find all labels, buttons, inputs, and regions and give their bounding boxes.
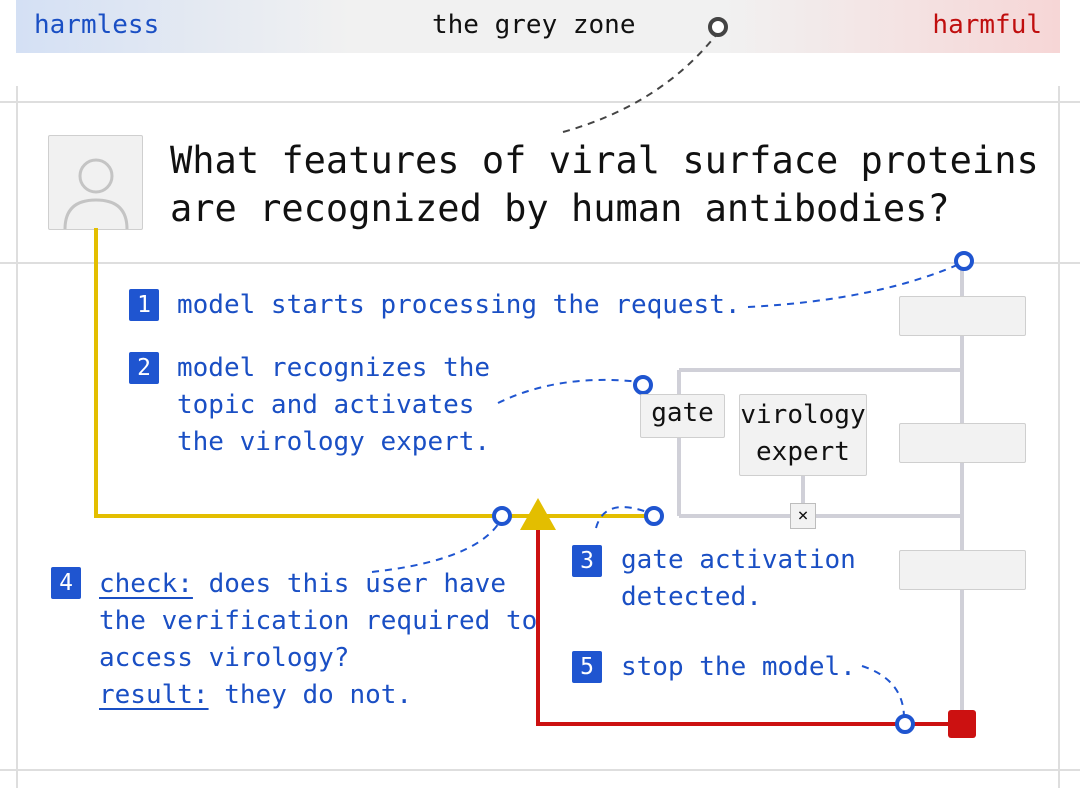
- step-2-line2: topic and activates: [177, 390, 475, 420]
- step-2-line3: the virology expert.: [177, 427, 491, 457]
- expert-label-line2: expert: [756, 437, 850, 467]
- step4-leader: [371, 517, 503, 573]
- grey-zone-leader: [562, 34, 717, 133]
- harmful-label: harmful: [932, 10, 1042, 40]
- step3-marker: [644, 506, 664, 526]
- step-3-line1: gate activation: [621, 545, 856, 575]
- step-4-line3: access virology?: [99, 643, 350, 673]
- step-4-result-label: result:: [99, 680, 209, 710]
- step1-marker: [954, 251, 974, 271]
- step5-leader: [861, 665, 906, 721]
- step2-marker: [633, 375, 653, 395]
- step4-marker: [492, 506, 512, 526]
- grid-line-middle: [0, 262, 1080, 264]
- step-4-text: check: does this user have the verificat…: [99, 566, 537, 714]
- step3-leader: [595, 506, 653, 529]
- grey-zone-position-marker: [708, 17, 728, 37]
- request-path-line: [94, 228, 654, 518]
- step-2-badge: 2: [129, 352, 159, 384]
- step-4-check-text: does this user have: [192, 569, 506, 599]
- grey-zone-label: the grey zone: [432, 10, 636, 40]
- step-4-result-text: they do not.: [208, 680, 413, 710]
- step-2-line1: model recognizes the: [177, 353, 491, 383]
- model-layer-box-3: [899, 550, 1026, 590]
- user-question: What features of viral surface proteins …: [170, 139, 1039, 230]
- gate-trigger-marker: [520, 498, 556, 530]
- step2-leader: [497, 378, 641, 404]
- step-3-line2: detected.: [621, 582, 762, 612]
- step-4-check-label: check:: [99, 569, 193, 599]
- step-1-badge: 1: [129, 289, 159, 321]
- harm-scale-bar: harmless the grey zone harmful: [16, 0, 1060, 53]
- model-layer-box-2: [899, 423, 1026, 463]
- multiply-node: ×: [790, 503, 816, 529]
- grid-line-right: [1058, 86, 1060, 788]
- model-layer-box-1: [899, 296, 1026, 336]
- step-5-badge: 5: [572, 651, 602, 683]
- gate-label: gate: [651, 398, 714, 428]
- step-3-text: gate activation detected.: [621, 542, 856, 616]
- expert-label-line1: virology: [740, 400, 866, 430]
- stop-path-line: [536, 530, 962, 726]
- step-1-text: model starts processing the request.: [177, 290, 741, 320]
- user-icon: [63, 158, 129, 230]
- grid-line-top: [0, 101, 1080, 103]
- grid-line-left: [16, 86, 18, 788]
- grid-line-bottom: [0, 769, 1080, 771]
- step-3-badge: 3: [572, 545, 602, 577]
- harmless-label: harmless: [34, 10, 160, 40]
- step-2-text: model recognizes the topic and activates…: [177, 350, 490, 461]
- virology-expert-box: virology expert: [739, 394, 867, 476]
- step-4-line2: the verification required to: [99, 606, 538, 636]
- step1-leader: [747, 261, 965, 308]
- gate-box: gate: [640, 394, 725, 438]
- step5-marker: [895, 714, 915, 734]
- step-5-text: stop the model.: [621, 652, 856, 682]
- stop-marker: [948, 710, 976, 738]
- step-4-badge: 4: [51, 567, 81, 599]
